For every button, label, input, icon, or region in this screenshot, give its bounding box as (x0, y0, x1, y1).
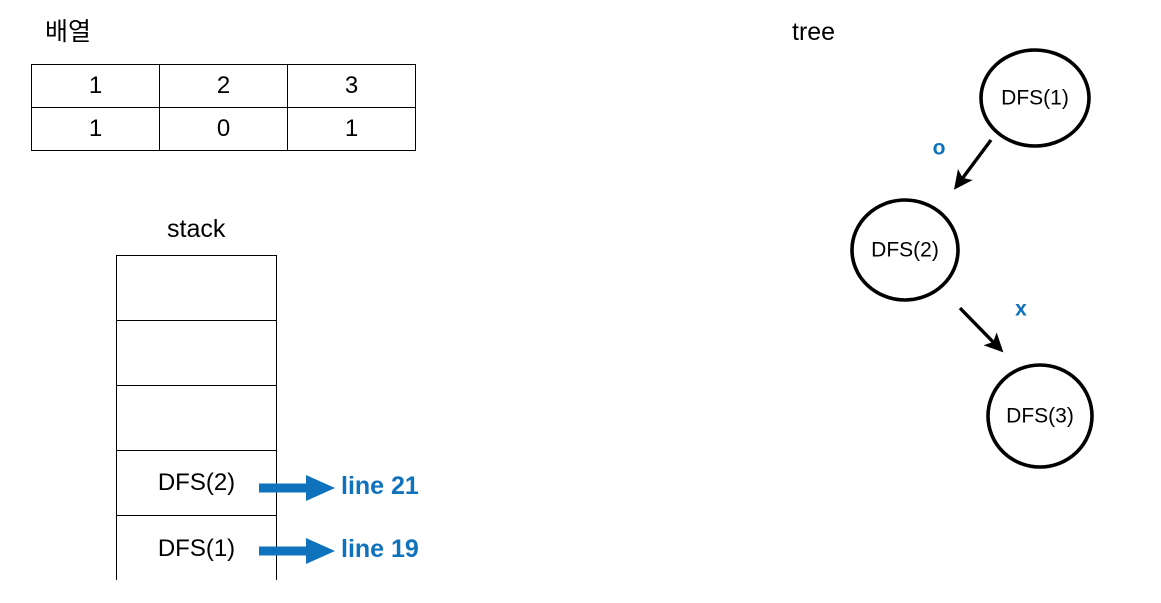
tree-graph (850, 48, 1094, 469)
stack-section-title: stack (167, 215, 226, 243)
tree-edge-label-o: o (932, 136, 946, 160)
table-row: 1 0 1 (31, 107, 416, 151)
tree-node-dfs1-circle (979, 48, 1091, 148)
array-cell: 1 (31, 64, 160, 108)
stack-annotation-arrow-icon-1 (259, 475, 335, 501)
stack-cell-dfs1: DFS(1) (117, 516, 276, 581)
array-cell: 2 (159, 64, 288, 108)
array-cell: 0 (159, 107, 288, 151)
array-section-title: 배열 (45, 18, 92, 46)
array-cell: 1 (31, 107, 160, 151)
tree-node-dfs3-label: DFS(3) (1006, 404, 1074, 428)
array-cell: 1 (287, 107, 416, 151)
stack-cell-empty-3 (117, 386, 276, 451)
tree-node-dfs2-label: DFS(2) (871, 238, 939, 262)
tree-edge-label-x: x (1015, 297, 1027, 321)
tree-edge-dfs1-dfs2 (953, 138, 993, 190)
stack-container: DFS(2) DFS(1) (116, 255, 277, 581)
stack-cell-dfs2: DFS(2) (117, 451, 276, 516)
table-row: 1 2 3 (31, 64, 416, 108)
tree-node-dfs2-circle (850, 198, 960, 302)
stack-annotation-line-21: line 21 (341, 472, 419, 500)
tree-edge-dfs2-dfs3 (958, 306, 1004, 353)
array-cell: 3 (287, 64, 416, 108)
stack-cell-empty-1 (117, 256, 276, 321)
stack-annotation-line-19: line 19 (341, 535, 419, 563)
tree-node-dfs1-label: DFS(1) (1001, 86, 1069, 110)
stack-annotation-arrow-icon-2 (259, 538, 335, 564)
array-table: 1 2 3 1 0 1 (31, 64, 416, 151)
tree-section-title: tree (792, 18, 836, 46)
tree-node-dfs3-circle (986, 363, 1094, 469)
stack-cell-empty-2 (117, 321, 276, 386)
